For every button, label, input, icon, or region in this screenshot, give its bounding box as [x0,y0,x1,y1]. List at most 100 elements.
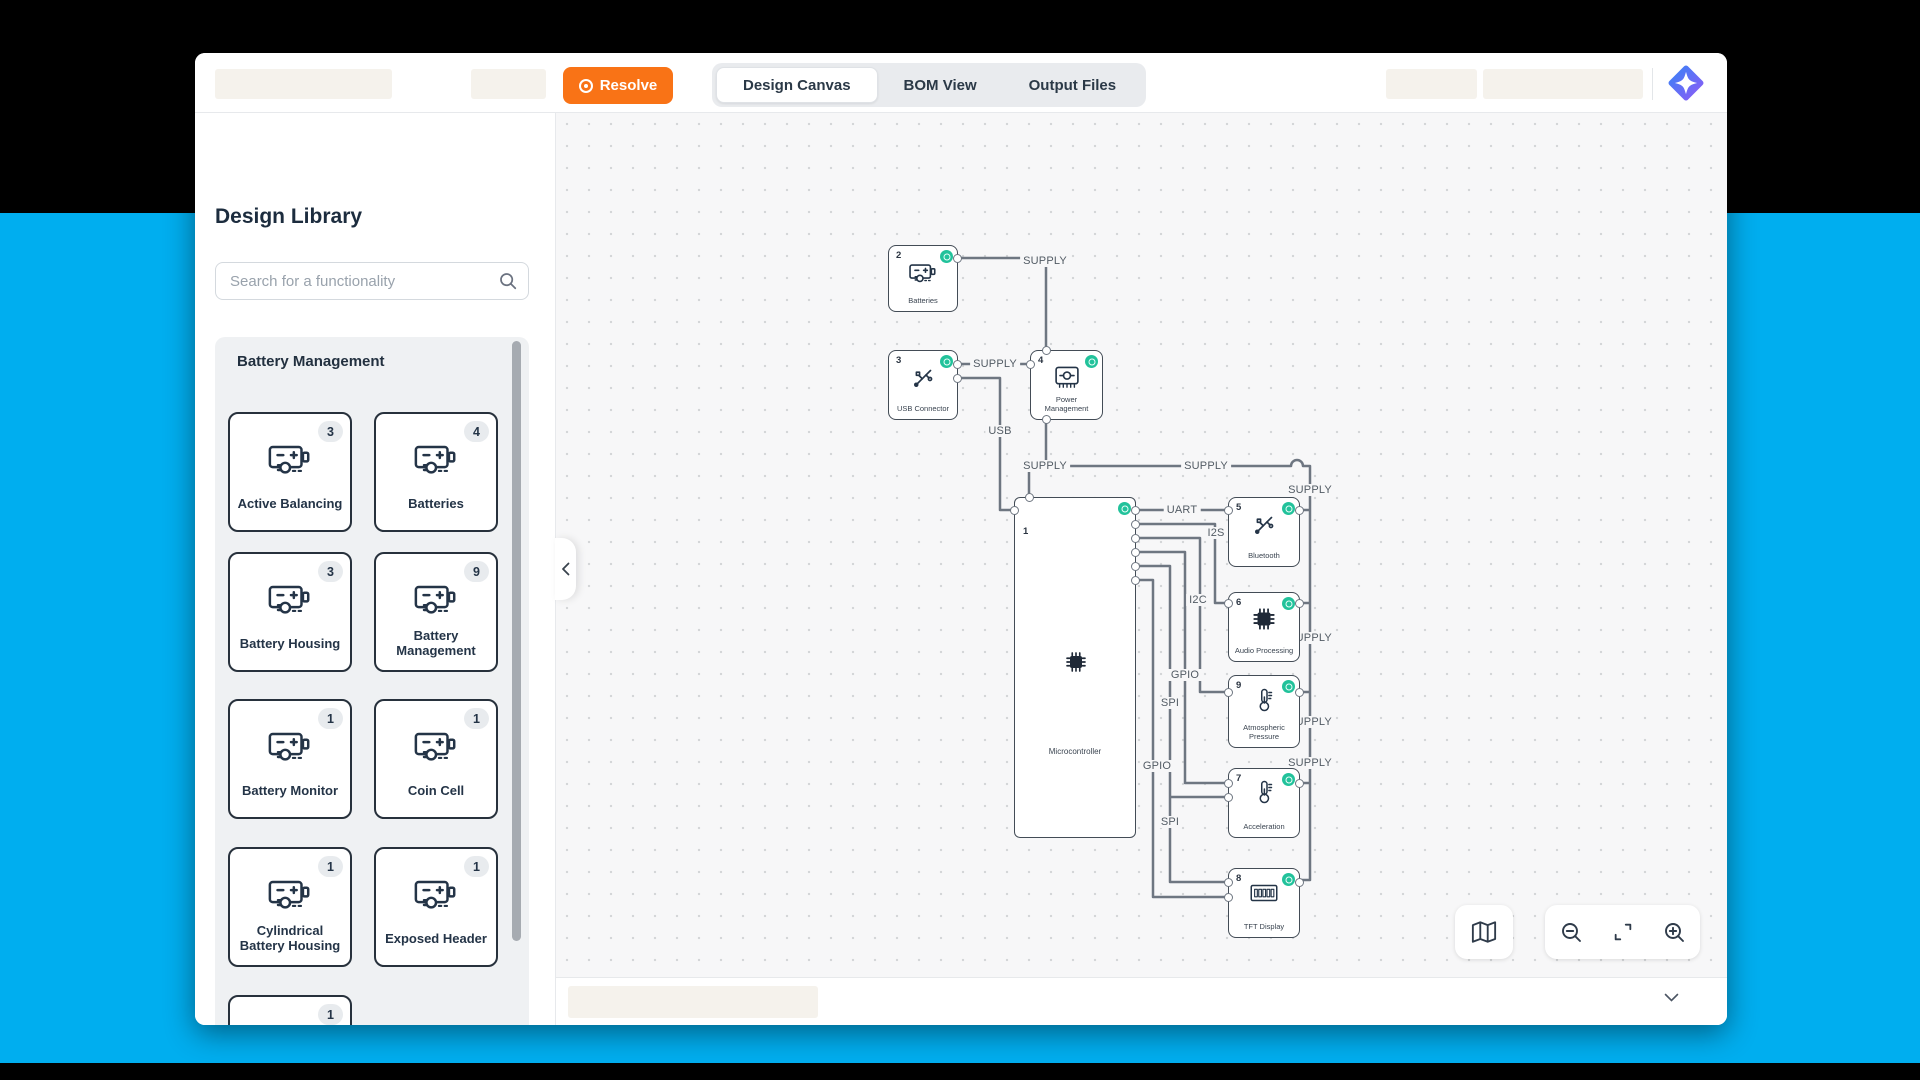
section-battery-management[interactable]: Battery Management [215,337,529,385]
power-chip-icon [1053,365,1081,390]
block-number: 9 [1236,680,1242,691]
battery-plug-icon [267,729,313,762]
pin [1295,506,1304,515]
pin [1025,493,1034,502]
pin [953,360,962,369]
block-audio-processing[interactable]: 6 Audio Processing [1224,592,1304,662]
wire-label-usb: USB [985,425,1015,437]
wire-label-gpio: GPIO [1167,669,1203,681]
block-atmospheric-pressure[interactable]: 9 Atmospheric Pressure [1224,675,1304,748]
status-badge [940,355,953,368]
wire-label-i2c: I2C [1186,594,1210,606]
wire-label-i2s: I2S [1204,527,1228,539]
pin [1295,599,1304,608]
count-badge: 1 [464,856,489,877]
block-number: 2 [896,250,902,261]
card-cylindrical-battery-housing[interactable]: 1 Cylindrical Battery Housing [228,847,352,967]
block-label: Acceleration [1243,822,1285,831]
panel-scrollbar-thumb[interactable] [512,341,521,941]
block-bluetooth[interactable]: 5 Bluetooth [1224,497,1304,567]
bluetooth-module-icon [1252,513,1276,537]
wire-label-supply: SUPPLY [1020,460,1070,472]
block-acceleration[interactable]: 7 Acceleration [1224,768,1304,838]
tab-bom-view[interactable]: BOM View [903,76,977,94]
wire-label-spi: SPI [1157,697,1183,709]
status-badge [940,250,953,263]
wire-label-supply: SUPPLY [1285,757,1335,769]
chevron-down-icon [492,357,505,366]
block-number: 6 [1236,597,1242,608]
thermometer-icon [1255,687,1273,713]
pin [1295,688,1304,697]
design-canvas[interactable]: SUPPLY SUPPLY USB SUPPLY SUPPLY UART I2S… [556,113,1727,977]
chip-icon [1064,650,1088,674]
status-badge [1118,502,1131,515]
card-active-balancing[interactable]: 3 Active Balancing [228,412,352,532]
wire-label-uart: UART [1163,504,1201,516]
tab-output-files[interactable]: Output Files [1028,76,1117,94]
component-name: Battery Monitor [241,782,339,798]
card-exposed-header[interactable]: 1 Exposed Header [374,847,498,967]
battery-plug-icon [413,442,459,475]
wire-label-supply: SUPPLY [970,358,1020,370]
pin [1224,893,1233,902]
zoom-in-icon[interactable] [1663,921,1686,944]
count-badge: 1 [318,708,343,729]
expand-panel-chevron-icon[interactable] [1664,993,1679,1003]
usb-connector-icon [911,366,935,390]
count-badge: 1 [318,1004,343,1025]
search-input[interactable] [215,262,529,300]
pin [1224,688,1233,697]
count-badge: 3 [318,421,343,442]
block-number: 4 [1038,355,1044,366]
redacted-bottom-info [568,986,818,1018]
count-badge: 1 [318,856,343,877]
top-bar: Resolve Design Canvas BOM View Output Fi… [195,53,1727,113]
brand-logo[interactable] [1668,65,1704,101]
status-badge [1085,355,1098,368]
pin [1042,415,1051,424]
battery-icon [908,262,938,283]
block-number: 1 [1023,526,1029,537]
map-icon [1471,920,1497,943]
card-coin-cell[interactable]: 1 Coin Cell [374,699,498,819]
pin [1131,506,1140,515]
pin [1026,360,1035,369]
card-partial[interactable]: 1 [228,995,352,1025]
minimap-button[interactable] [1455,905,1513,959]
component-name: Battery Housing [239,635,341,651]
pin [1224,599,1233,608]
bottom-panel [556,977,1727,1025]
card-batteries[interactable]: 4 Batteries [374,412,498,532]
battery-plug-icon [413,582,459,615]
block-label: USB Connector [896,404,950,413]
battery-plug-icon [267,442,313,475]
block-number: 5 [1236,502,1242,513]
block-label: Microcontroller [1048,747,1102,756]
fit-view-icon[interactable] [1612,921,1634,943]
block-tft-display[interactable]: 8 TFT Display [1224,868,1304,938]
resolve-target-icon [578,78,593,93]
block-usb-connector[interactable]: 3 USB Connector [888,350,962,420]
count-badge: 3 [318,561,343,582]
block-batteries[interactable]: 2 Batteries [888,245,962,312]
topbar-divider [1652,68,1653,100]
chip-icon [1251,606,1277,632]
redacted-user-menu [1483,69,1643,99]
block-microcontroller[interactable]: 1 Microcontroller [1010,493,1140,838]
pin [1131,534,1140,543]
card-battery-monitor[interactable]: 1 Battery Monitor [228,699,352,819]
zoom-out-icon[interactable] [1560,921,1583,944]
component-name: Battery Management [396,628,476,658]
block-power-management[interactable]: 4 Power Management [1026,346,1103,424]
block-number: 8 [1236,873,1242,884]
sidebar-title: Design Library [215,205,363,228]
tab-design-canvas[interactable]: Design Canvas [716,67,878,103]
card-battery-management[interactable]: 9 Battery Management [374,552,498,672]
block-number: 3 [896,355,902,366]
card-battery-housing[interactable]: 3 Battery Housing [228,552,352,672]
collapse-sidebar-button[interactable] [555,538,576,600]
resolve-button[interactable]: Resolve [563,67,673,104]
wire-label-gpio: GPIO [1139,760,1175,772]
